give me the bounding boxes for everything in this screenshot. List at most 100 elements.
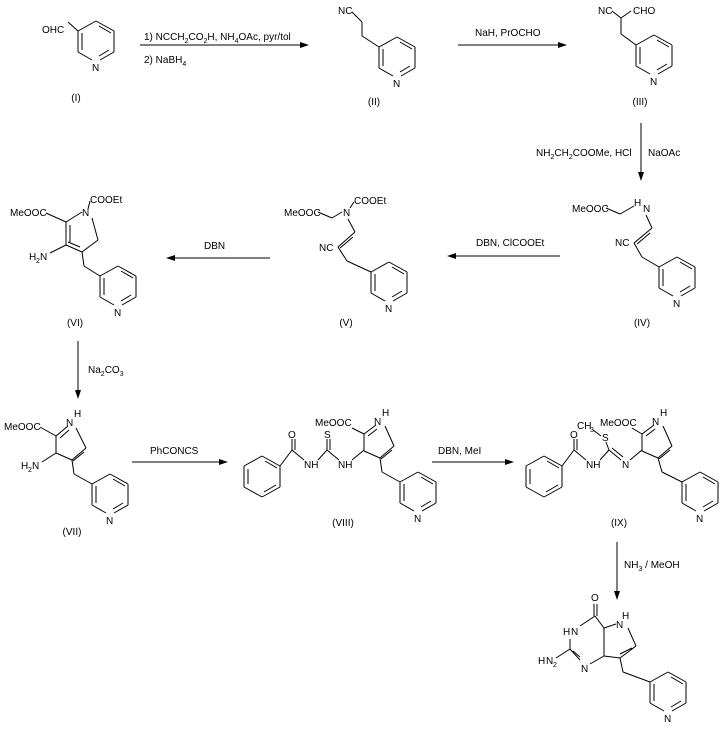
arrow-VII-to-VIII: PhCONCS	[132, 446, 228, 465]
pyrrole-ring-VI	[65, 211, 99, 253]
compound-II: NC N (II)	[338, 6, 416, 108]
pyridine-ring-IX	[681, 471, 719, 512]
pyridine-ring-III	[635, 34, 673, 75]
pyrrole-h-X: H	[622, 611, 629, 622]
ring-nitrogen-IX: N	[696, 514, 703, 525]
methyl-ester-VI: MeOOC	[10, 208, 47, 219]
pyrrole-nitrogen-X: N	[616, 620, 623, 631]
pyrrole-nitrogen-VIII: N	[374, 417, 381, 428]
compound-IX: O NH S CH 3 N MeOOC H N	[525, 408, 719, 529]
methyl-ester-VIII: MeOOC	[315, 418, 352, 429]
compound-label-IV: (IV)	[634, 318, 650, 329]
nitrile-group-V: NC	[319, 243, 333, 254]
compound-label-V: (V)	[339, 318, 352, 329]
reagent-line-2: 2) NaBH4	[144, 55, 186, 68]
methyl-ester-VII: MeOOC	[4, 422, 41, 433]
amino-subscript-X: 2	[553, 662, 557, 669]
ring-nitrogen-I: N	[92, 63, 99, 74]
lactam-nitrogen-X: N	[571, 627, 578, 638]
carbonyl-oxygen-X: O	[591, 593, 599, 604]
arrow-VI-to-VII: Na2CO3	[75, 341, 124, 399]
thione-sulfur-VIII: S	[324, 430, 331, 441]
compound-label-I: (I)	[71, 93, 80, 104]
ring-nitrogen-VIII: N	[414, 514, 421, 525]
amide-nh-IX: NH	[586, 460, 600, 471]
imine-nitrogen-IX: N	[622, 460, 629, 471]
pyridine-ring-VIII	[399, 471, 437, 512]
pyridine-ring-V	[370, 261, 408, 302]
ring-nitrogen-VII: N	[106, 516, 113, 527]
methyl-ester-IV: MeOOC	[572, 204, 609, 215]
svg-text:2: 2	[28, 467, 32, 474]
reagent-IX-X: NH3 / MeOH	[624, 560, 680, 573]
arrow-II-to-III: NaH, PrOCHO	[458, 28, 567, 48]
ring-nitrogen-II: N	[393, 79, 400, 90]
lactam-h-X: H	[563, 627, 570, 638]
arrow-IX-to-X: NH3 / MeOH	[614, 542, 680, 600]
pyridine-ring-X	[649, 671, 687, 712]
pyrrole-ring-X	[603, 623, 637, 659]
compound-I: OHC N (I)	[42, 20, 115, 104]
amine-nitrogen-IV: N	[643, 204, 650, 215]
reagent-III-IV-left: NH2CH2COOMe, HCl	[536, 148, 632, 161]
ring-nitrogen-IV: N	[673, 299, 680, 310]
arrow-V-to-VI: DBN	[166, 241, 270, 261]
pyridine-ring-VII	[91, 473, 129, 514]
thioether-sulfur-IX: S	[602, 433, 609, 444]
reagent-line-1: 1) NCCH2CO2H, NH4OAc, pyr/tol	[144, 32, 291, 45]
methyl-ester-V: MeOOC	[284, 208, 321, 219]
pyrrole-ring-VIII	[363, 424, 395, 460]
reagent-VII-VIII: PhCONCS	[150, 446, 199, 457]
nitrile-group-IV: NC	[615, 238, 629, 249]
pyrrole-ring-VII	[55, 425, 87, 462]
compound-label-IX: (IX)	[611, 518, 627, 529]
arrow-I-to-II: 1) NCCH2CO2H, NH4OAc, pyr/tol 2) NaBH4	[140, 32, 309, 68]
compound-label-VI: (VI)	[67, 318, 83, 329]
cho-group-I: OHC	[42, 25, 64, 36]
amine-nitrogen-VI: N	[40, 252, 47, 263]
arrow-IV-to-V: DBN, ClCOOEt	[447, 238, 560, 259]
compound-IV: MeOOC H N NC N (IV)	[572, 198, 696, 329]
nitrile-group-III: NC	[598, 6, 612, 17]
reagent-IV-V: DBN, ClCOOEt	[476, 238, 545, 249]
carbonyl-oxygen-IX: O	[570, 430, 578, 441]
arrow-VIII-to-IX: DBN, MeI	[432, 446, 514, 465]
reagent-V-VI: DBN	[204, 241, 225, 252]
pyrrole-nitrogen-VI: N	[82, 208, 89, 219]
amine-hydrogens-VII: H	[21, 461, 28, 472]
ring-nitrogen-VI: N	[114, 308, 121, 319]
pyrrole-hydrogen-VIII: H	[382, 408, 389, 419]
pyrrole-nitrogen-VII: N	[66, 418, 73, 429]
compound-VIII: O NH S NH MeOOC H N	[243, 408, 437, 529]
pyrrole-hydrogen-VII: H	[74, 409, 81, 420]
compound-V: MeOOC N COOEt NC N (V)	[284, 196, 408, 329]
amino-nitrogen-X: N	[546, 656, 553, 667]
amide-nh-VIII: NH	[304, 460, 318, 471]
ring-nitrogen-X: N	[664, 714, 671, 725]
compound-label-VIII: (VIII)	[332, 518, 354, 529]
compound-III: NC CHO N (III)	[598, 6, 673, 108]
svg-text:2: 2	[36, 258, 40, 265]
nitrile-group-II: NC	[338, 6, 352, 17]
pyrimidine-nitrogen-X: N	[581, 664, 588, 675]
carbamate-nitrogen-V: N	[343, 208, 350, 219]
compound-label-VII: (VII)	[63, 527, 82, 538]
arrow-III-to-IV: NH2CH2COOMe, HCl NaOAc	[536, 123, 680, 181]
amine-hydrogen-IV: H	[634, 198, 641, 209]
amine-nitrogen-VII: N	[32, 461, 39, 472]
amino-h-X: H	[538, 656, 545, 667]
methyl-subscript-IX: 3	[590, 427, 594, 434]
reagent-VIII-IX: DBN, MeI	[438, 446, 481, 457]
pyridine-ring-VI	[99, 265, 137, 306]
ethyl-carbamate-VI: COOEt	[90, 195, 122, 206]
carbonyl-oxygen-VIII: O	[288, 430, 296, 441]
pyrrole-ring-IX	[641, 424, 673, 460]
thiourea-nh-VIII: NH	[338, 460, 352, 471]
ethyl-carbamate-V: COOEt	[354, 196, 386, 207]
compound-label-II: (II)	[368, 97, 380, 108]
pyrimidinone-ring-X	[569, 615, 605, 665]
ring-nitrogen-V: N	[385, 304, 392, 315]
reagent-III-IV-right: NaOAc	[648, 148, 680, 159]
benzene-ring-VIII	[243, 455, 281, 498]
